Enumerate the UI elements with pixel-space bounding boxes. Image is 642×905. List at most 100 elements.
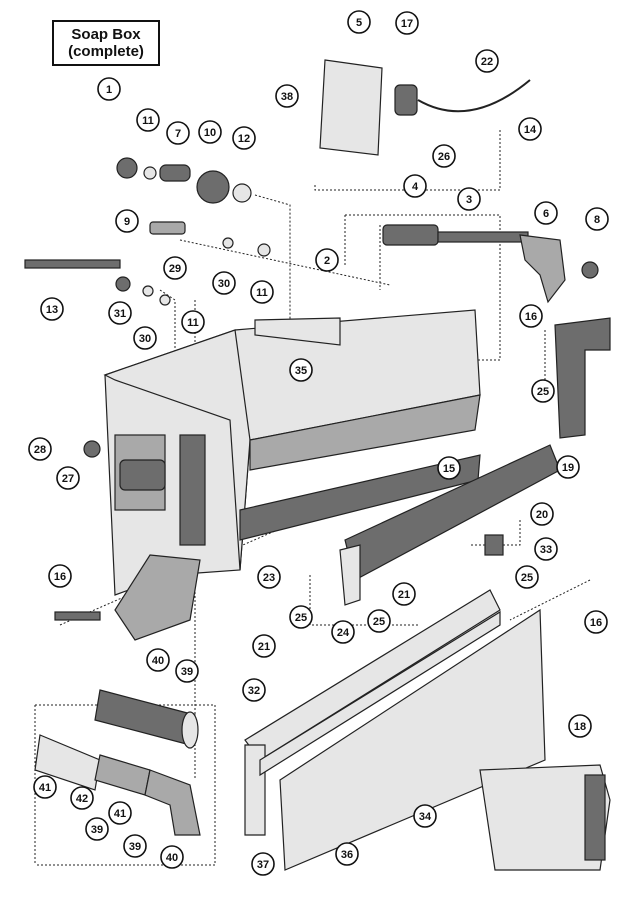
title-line-2: (complete) bbox=[68, 43, 144, 60]
callout-number: 4 bbox=[412, 181, 419, 193]
callout-number: 1 bbox=[106, 84, 112, 96]
callout-number: 30 bbox=[139, 333, 151, 345]
callout-number: 16 bbox=[54, 571, 66, 583]
callout-number: 21 bbox=[398, 589, 410, 601]
callout-number: 13 bbox=[46, 304, 58, 316]
callout-18: 18 bbox=[568, 714, 592, 738]
callout-10: 10 bbox=[198, 120, 222, 144]
callout-number: 15 bbox=[443, 463, 455, 475]
callout-5: 5 bbox=[347, 10, 371, 34]
callout-number: 11 bbox=[142, 115, 154, 127]
callout-number: 5 bbox=[356, 17, 362, 29]
callout-number: 3 bbox=[466, 194, 472, 206]
callout-21a: 21 bbox=[392, 582, 416, 606]
callout-22: 22 bbox=[475, 49, 499, 73]
callout-16a: 16 bbox=[519, 304, 543, 328]
callout-11b: 11 bbox=[250, 280, 274, 304]
callout-number: 10 bbox=[204, 127, 216, 139]
callout-38: 38 bbox=[275, 84, 299, 108]
callout-number: 39 bbox=[181, 666, 193, 678]
callout-30a: 30 bbox=[212, 271, 236, 295]
callout-25d: 25 bbox=[289, 605, 313, 629]
callout-25c: 25 bbox=[367, 609, 391, 633]
callout-number: 25 bbox=[537, 386, 549, 398]
callout-number: 41 bbox=[114, 808, 126, 820]
callout-number: 39 bbox=[91, 824, 103, 836]
callout-number: 39 bbox=[129, 841, 141, 853]
callout-24: 24 bbox=[331, 620, 355, 644]
left-hardware bbox=[24, 157, 271, 621]
callout-number: 32 bbox=[248, 685, 260, 697]
callout-21b: 21 bbox=[252, 634, 276, 658]
callout-number: 41 bbox=[39, 782, 51, 794]
callout-number: 23 bbox=[263, 572, 275, 584]
callout-37: 37 bbox=[251, 852, 275, 876]
callout-39a: 39 bbox=[175, 659, 199, 683]
callout-number: 25 bbox=[521, 572, 533, 584]
callout-number: 37 bbox=[257, 859, 269, 871]
callout-11a: 11 bbox=[136, 108, 160, 132]
hoses bbox=[34, 689, 201, 836]
callout-3: 3 bbox=[457, 187, 481, 211]
callout-number: 34 bbox=[419, 811, 432, 823]
callout-group: 1 2 3 4 5 6 7 8 9 10 11 11 11 12 13 14 1… bbox=[28, 10, 609, 876]
callout-number: 8 bbox=[594, 214, 600, 226]
title-line-1: Soap Box bbox=[71, 26, 141, 43]
callout-number: 28 bbox=[34, 444, 46, 456]
callout-16c: 16 bbox=[584, 610, 608, 634]
callout-number: 40 bbox=[166, 852, 178, 864]
callout-number: 38 bbox=[281, 91, 293, 103]
callout-11c: 11 bbox=[181, 310, 205, 334]
callout-number: 11 bbox=[187, 317, 199, 329]
callout-number: 17 bbox=[401, 18, 413, 30]
callout-number: 21 bbox=[258, 641, 270, 653]
callout-number: 25 bbox=[373, 616, 385, 628]
callout-number: 14 bbox=[524, 124, 537, 136]
callout-15: 15 bbox=[437, 456, 461, 480]
callout-number: 35 bbox=[295, 365, 307, 377]
callout-number: 20 bbox=[536, 509, 548, 521]
callout-number: 18 bbox=[574, 721, 586, 733]
callout-number: 6 bbox=[543, 208, 549, 220]
right-panels bbox=[244, 317, 611, 871]
callout-36: 36 bbox=[335, 842, 359, 866]
callout-17: 17 bbox=[395, 11, 419, 35]
callout-number: 2 bbox=[324, 255, 330, 267]
callout-4: 4 bbox=[403, 174, 427, 198]
callout-number: 27 bbox=[62, 473, 74, 485]
callout-39c: 39 bbox=[123, 834, 147, 858]
callout-40a: 40 bbox=[146, 648, 170, 672]
callout-number: 12 bbox=[238, 133, 250, 145]
callout-1: 1 bbox=[97, 77, 121, 101]
callout-number: 42 bbox=[76, 793, 88, 805]
callout-number: 11 bbox=[256, 287, 268, 299]
callout-number: 29 bbox=[169, 263, 181, 275]
callout-26: 26 bbox=[432, 144, 456, 168]
callout-32: 32 bbox=[242, 678, 266, 702]
soap-box-body bbox=[103, 309, 481, 641]
callout-number: 33 bbox=[540, 544, 552, 556]
callout-41b: 41 bbox=[108, 801, 132, 825]
callout-number: 22 bbox=[481, 56, 493, 68]
callout-28: 28 bbox=[28, 437, 52, 461]
callout-2: 2 bbox=[315, 248, 339, 272]
callout-8: 8 bbox=[585, 207, 609, 231]
callout-13: 13 bbox=[40, 297, 64, 321]
callout-42: 42 bbox=[70, 786, 94, 810]
callout-20: 20 bbox=[530, 502, 554, 526]
callout-29: 29 bbox=[163, 256, 187, 280]
callout-23: 23 bbox=[257, 565, 281, 589]
callout-25a: 25 bbox=[531, 379, 555, 403]
callout-31: 31 bbox=[108, 301, 132, 325]
callout-14: 14 bbox=[518, 117, 542, 141]
callout-number: 19 bbox=[562, 462, 574, 474]
callout-25b: 25 bbox=[515, 565, 539, 589]
callout-number: 31 bbox=[114, 308, 126, 320]
callout-number: 25 bbox=[295, 612, 307, 624]
callout-number: 30 bbox=[218, 278, 230, 290]
callout-number: 40 bbox=[152, 655, 164, 667]
callout-39b: 39 bbox=[85, 817, 109, 841]
callout-19: 19 bbox=[556, 455, 580, 479]
